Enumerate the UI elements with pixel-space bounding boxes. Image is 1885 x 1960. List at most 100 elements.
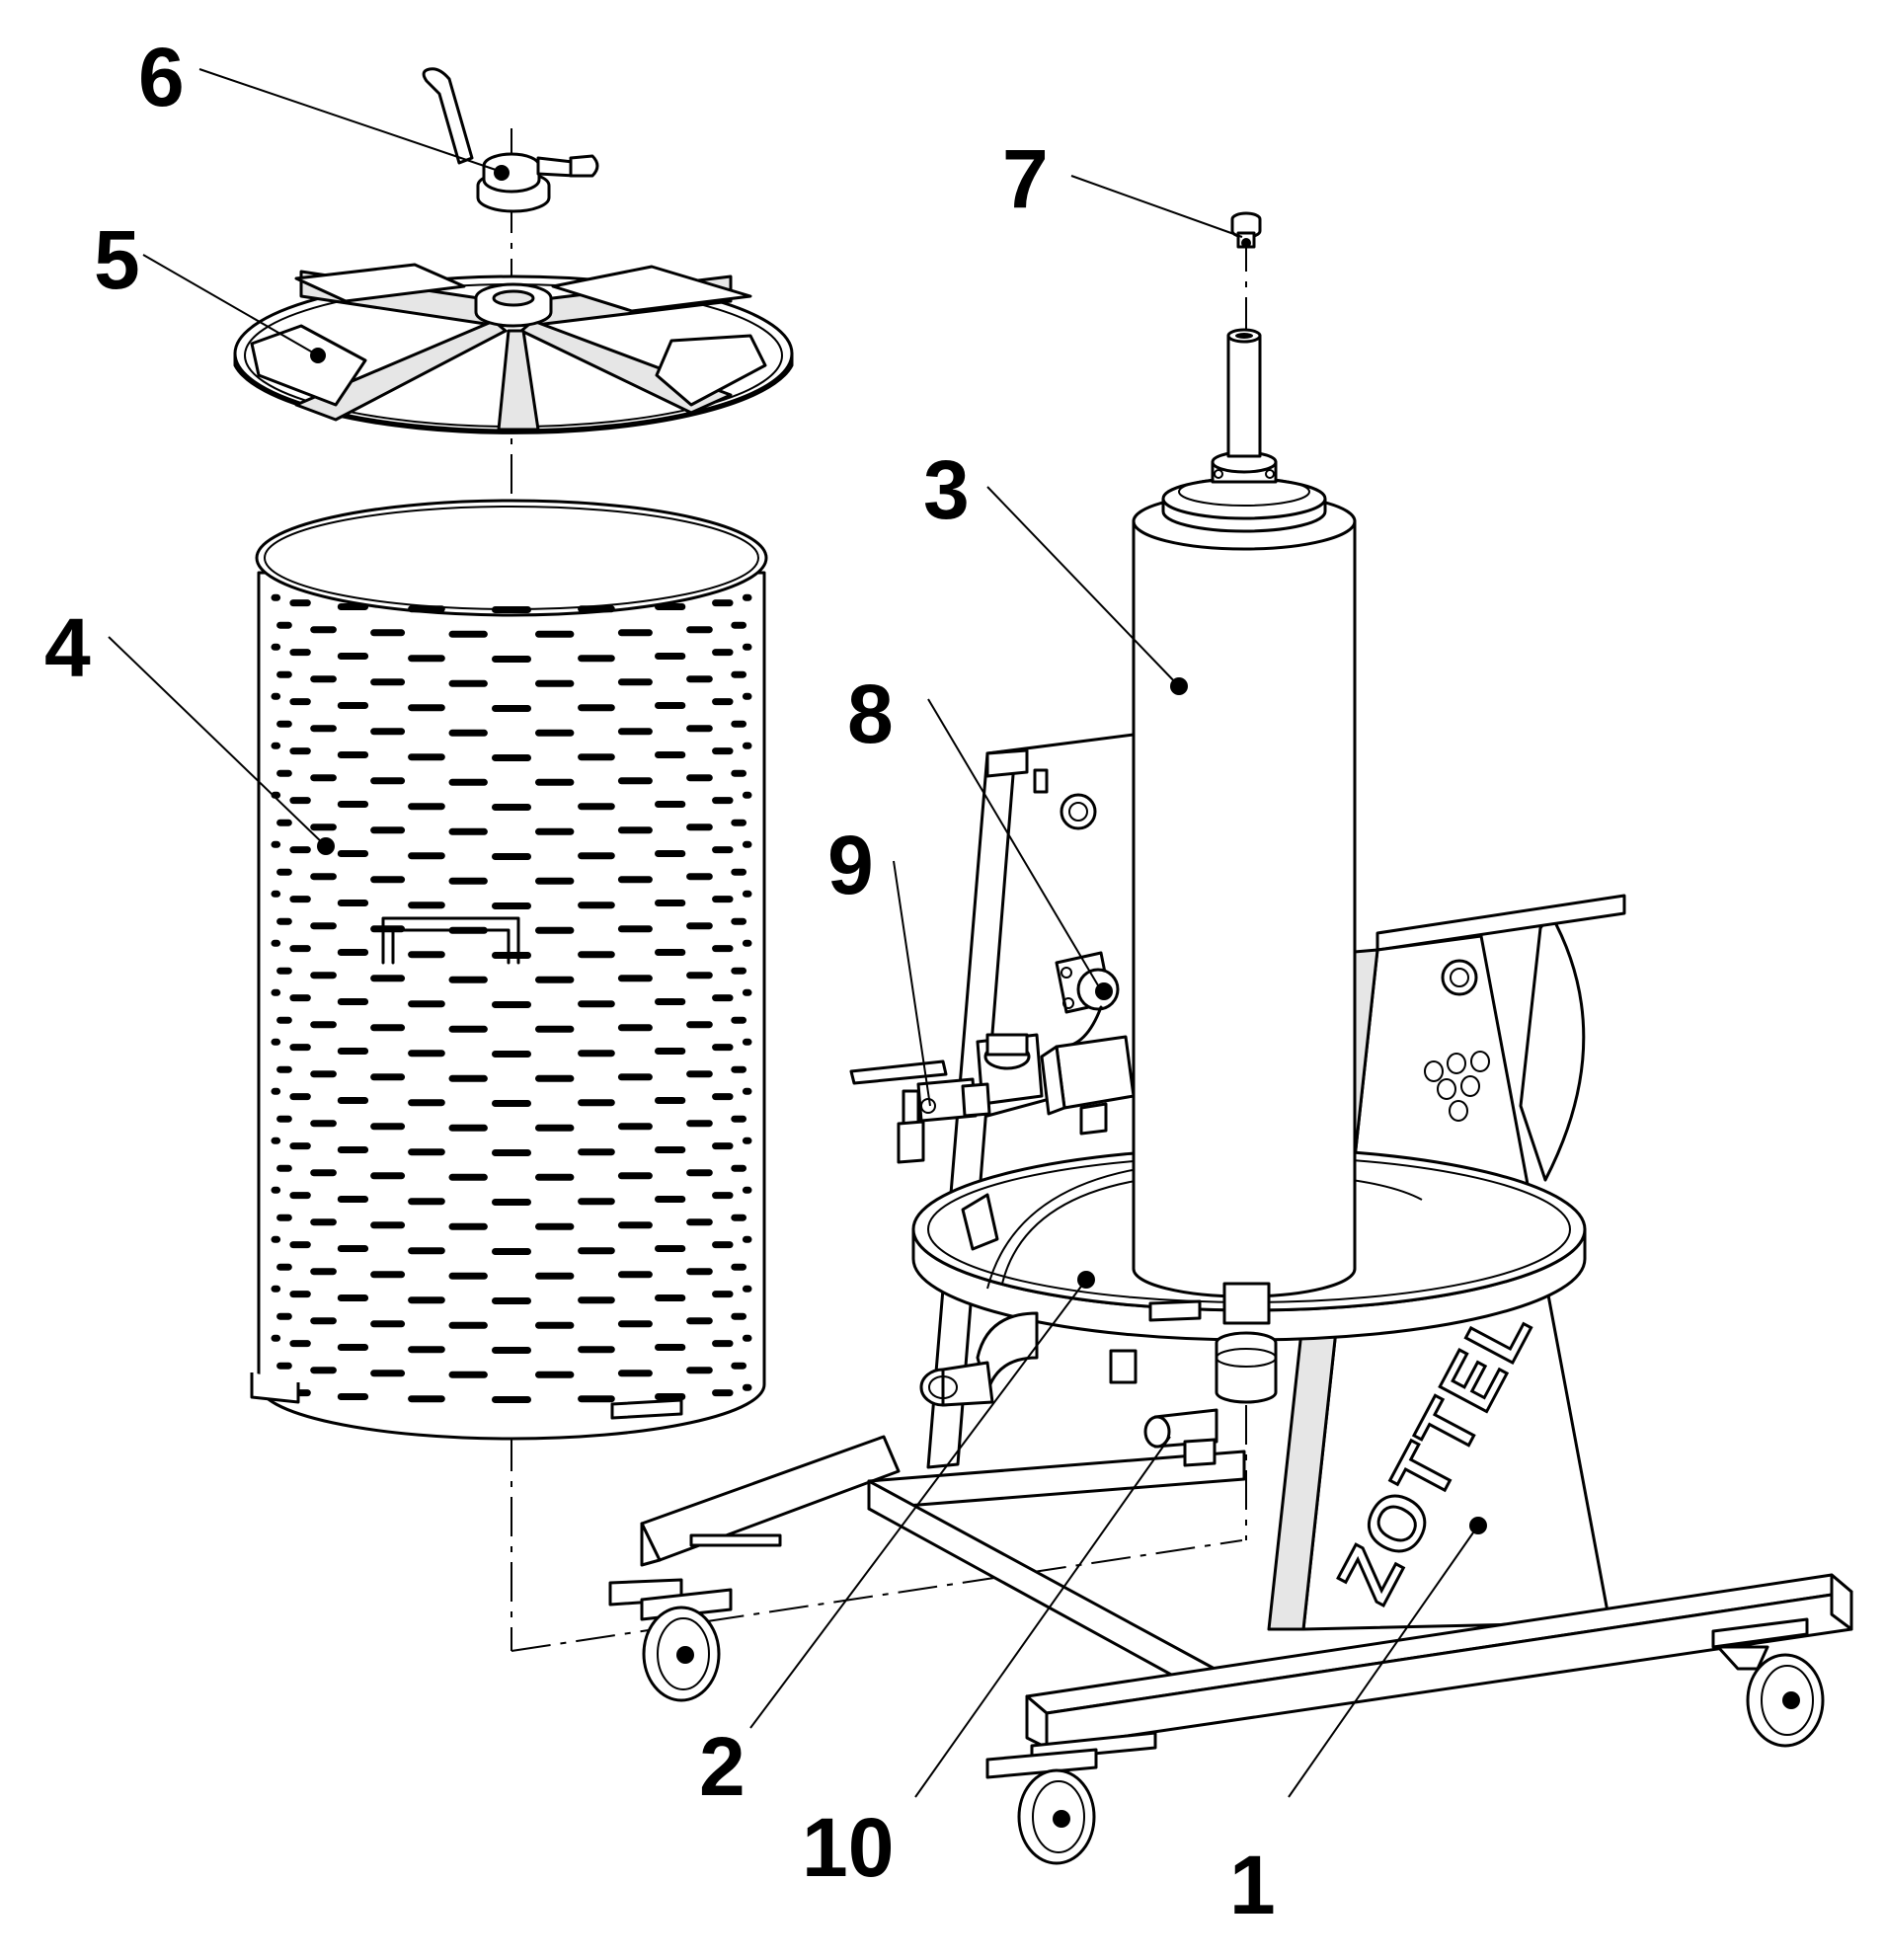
leader-8 xyxy=(927,698,1102,991)
basket-slot xyxy=(617,975,653,982)
basket-slot xyxy=(731,868,746,876)
basket-slot xyxy=(271,1087,281,1095)
basket-slot xyxy=(310,1367,337,1374)
basket-slot xyxy=(742,890,752,898)
basket-slot xyxy=(731,1263,746,1271)
basket-slot xyxy=(408,1346,445,1354)
basket-slot xyxy=(448,1074,488,1082)
basket-slot xyxy=(492,1051,531,1058)
basket-slot xyxy=(578,803,615,811)
basket-slot xyxy=(686,1021,713,1029)
basket-slot xyxy=(535,630,575,638)
basket-slot xyxy=(535,1321,575,1329)
basket-slot xyxy=(370,975,406,982)
basket-slot xyxy=(289,1044,311,1052)
basket-slot xyxy=(617,1221,653,1229)
basket-slot xyxy=(617,1370,653,1377)
basket-slot xyxy=(578,1296,615,1304)
basket-slot xyxy=(370,1024,406,1032)
basket-slot xyxy=(370,876,406,884)
basket-slot xyxy=(655,998,686,1005)
handle-nut xyxy=(422,67,599,213)
basket-slot xyxy=(492,1297,531,1304)
basket-slot xyxy=(289,1142,311,1150)
basket-slot xyxy=(448,1371,488,1378)
basket-slot xyxy=(276,1263,292,1271)
basket-slot xyxy=(370,826,406,834)
basket-slot xyxy=(337,1344,369,1351)
basket-slot xyxy=(370,629,406,637)
leader-5 xyxy=(142,254,319,356)
basket-slot xyxy=(655,1097,686,1104)
basket-slot xyxy=(448,1124,488,1132)
basket-slot xyxy=(408,1198,445,1206)
basket-slot xyxy=(370,728,406,736)
basket-slot xyxy=(492,853,531,860)
basket-slot xyxy=(408,803,445,811)
basket-slot xyxy=(712,1044,734,1052)
leader-1 xyxy=(1288,1525,1479,1798)
press-frame: ZOTTEL xyxy=(608,733,1853,1762)
basket-slot xyxy=(337,850,369,857)
basket-slot xyxy=(408,753,445,761)
basket-slot xyxy=(578,1247,615,1255)
basket-slot xyxy=(655,603,686,610)
basket-slot xyxy=(337,1048,369,1055)
basket-slot xyxy=(742,840,752,848)
basket-slot xyxy=(578,1050,615,1058)
basket-slot xyxy=(276,868,292,876)
basket-slot xyxy=(310,774,337,782)
callout-labels: 1 2 3 4 5 6 7 8 9 10 xyxy=(44,31,1276,1931)
basket-slot xyxy=(408,1148,445,1156)
basket-slot xyxy=(731,819,746,826)
basket-slot xyxy=(276,1164,292,1172)
basket-slot xyxy=(655,801,686,808)
basket-slot xyxy=(408,704,445,712)
top-screw xyxy=(1230,211,1262,249)
basket-slot xyxy=(271,939,281,947)
basket-slot xyxy=(492,952,531,959)
basket-slot xyxy=(617,629,653,637)
basket-slot xyxy=(337,1294,369,1301)
basket-slot xyxy=(408,1000,445,1008)
basket-slot xyxy=(276,1115,292,1123)
basket-slot xyxy=(742,1087,752,1095)
basket-slot xyxy=(617,728,653,736)
basket-slot xyxy=(686,972,713,980)
basket-slot xyxy=(535,729,575,737)
basket-slot xyxy=(276,769,292,777)
basket-slot xyxy=(655,1048,686,1055)
grape-logo xyxy=(1424,1051,1490,1122)
basket-slot xyxy=(337,1393,369,1400)
basket-slot xyxy=(310,1070,337,1078)
callout-10: 10 xyxy=(802,1801,894,1894)
basket-slot xyxy=(408,902,445,909)
basket-slot xyxy=(408,605,445,613)
basket-slot xyxy=(289,945,311,953)
basket-slot xyxy=(535,1371,575,1378)
basket-slot xyxy=(289,747,311,755)
basket-slot xyxy=(448,976,488,983)
basket-slot xyxy=(448,1173,488,1181)
basket-slot xyxy=(578,951,615,959)
basket-slot xyxy=(742,643,752,651)
basket-slot xyxy=(535,877,575,885)
basket-slot xyxy=(370,1073,406,1081)
basket-slot xyxy=(712,1389,734,1397)
basket-slot xyxy=(712,994,734,1002)
basket-slot xyxy=(276,1362,292,1370)
basket-slot xyxy=(492,1396,531,1403)
basket-slot xyxy=(276,1312,292,1320)
basket-slot xyxy=(617,1172,653,1180)
basket-slot xyxy=(276,720,292,728)
basket-slot xyxy=(655,1393,686,1400)
anchor-dots xyxy=(317,677,1487,1534)
basket-slot xyxy=(289,1241,311,1249)
basket-slot xyxy=(578,1000,615,1008)
basket-slot xyxy=(271,742,281,749)
basket-slot xyxy=(535,1025,575,1033)
basket-slot xyxy=(742,1383,752,1391)
basket-slot xyxy=(535,679,575,687)
basket-slot xyxy=(742,692,752,700)
basket-slot xyxy=(731,720,746,728)
